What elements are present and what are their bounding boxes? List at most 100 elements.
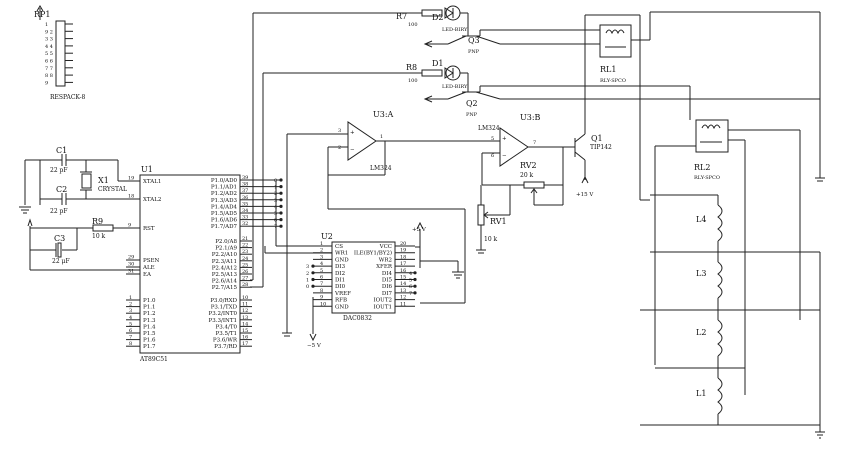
u1-pin-label: P3.0/RXD [210, 298, 237, 304]
u1-pin-label: P3.2/INT0 [209, 311, 238, 317]
rv1-potentiometer [477, 204, 485, 226]
d1-ref: D1 [432, 59, 444, 68]
u1-pin-label: P1.4/AD4 [211, 204, 238, 210]
u2-pin-label: DI3 [335, 264, 346, 270]
u1-pin-number: 35 [242, 201, 248, 207]
u1-pin-number: 11 [242, 302, 248, 308]
u2-pin-label: DI4 [382, 271, 393, 277]
u2-net-label: 4 [409, 271, 412, 277]
u2-net-label: 0 [306, 284, 309, 290]
u1-pin-label: P3.3/INT1 [209, 318, 237, 324]
u2-pin-label: RFB [335, 298, 347, 304]
d1-led-icon [444, 67, 454, 79]
u1-pin-label: P1.0/AD0 [211, 178, 238, 184]
u2-pin-label: ILE(BY1/BY2) [354, 250, 392, 257]
u1-pin-number: 3 [129, 308, 132, 314]
u1-microcontroller: U1 AT89C51 19XTAL118XTAL29RST29PSEN30ALE… [126, 165, 283, 363]
rp1-pin-label: 7 7 [45, 66, 53, 72]
u1-pin-label: P2.5/A13 [212, 272, 238, 278]
u1-pin-label: P1.3/AD3 [211, 198, 238, 204]
u1-pin-number: 26 [242, 269, 248, 275]
rp1-ref: RP1 [34, 10, 51, 19]
u1-pin-number: 2 [129, 302, 132, 308]
u1-pin-number: 14 [242, 321, 248, 327]
u2-pin-number: 18 [400, 254, 406, 260]
rp1-pin-label: 3 3 [45, 37, 53, 43]
u2-pin-label: WR2 [379, 257, 392, 263]
u1-pin-number: 24 [242, 256, 248, 262]
u2-ref: U2 [321, 232, 333, 241]
u2-net-label: 5 [409, 278, 412, 284]
u1-pin-number: 21 [242, 236, 248, 242]
crystal-icon [81, 173, 92, 189]
rp1-pin-label: 8 8 [45, 73, 53, 79]
u1-pin-label: ALE [142, 265, 155, 271]
u1-pin-label: P3.5/T1 [216, 331, 237, 337]
net-junction [311, 277, 315, 282]
net-junction [279, 178, 283, 182]
u2-pin-label: GND [335, 304, 349, 310]
u1-pin-number: 12 [242, 308, 248, 314]
u2-net-label: 1 [306, 278, 309, 284]
u2-pin-number: 7 [320, 281, 323, 287]
u2-pin-label: IOUT1 [374, 304, 393, 310]
r8-ref: R8 [406, 63, 417, 72]
u3b-opamp: U3:B LM324 +− 567 RV2 20 k RV1 10 k Q1 T… [476, 110, 612, 254]
u1-pin-number: 34 [242, 208, 248, 214]
u2-pin-number: 9 [320, 295, 323, 301]
u2-pin-label: IOUT2 [374, 298, 393, 304]
svg-text:−: − [350, 147, 355, 153]
u2-pin-number: 20 [400, 241, 406, 247]
c1-value: 22 pF [50, 167, 68, 174]
u1-pin-label: P2.4/A12 [212, 265, 237, 271]
svg-text:6: 6 [491, 153, 494, 159]
u1-pin-number: 28 [242, 282, 248, 288]
u1-pin-number: 37 [242, 188, 248, 194]
u1-pin-number: 18 [128, 194, 134, 200]
u1-pin-number: 13 [242, 315, 248, 321]
u2-net-label: 7 [409, 291, 412, 297]
q3-part: PNP [468, 49, 480, 55]
u1-pin-number: 31 [128, 269, 134, 275]
c2-ref: C2 [56, 185, 67, 194]
rl2-part: RLY-SPCO [694, 175, 720, 181]
u1-pin-label: RST [143, 226, 155, 232]
reset-vcc-arrow [27, 218, 33, 227]
svg-text:+: + [350, 130, 355, 136]
u1-pin-number: 4 [129, 315, 132, 321]
d2-ref: D2 [432, 13, 444, 22]
u1-pin-label: P1.7/AD7 [211, 224, 238, 230]
u1-pin-number: 8 [129, 341, 132, 347]
u1-pin-number: 23 [242, 249, 248, 255]
u1-pin-number: 15 [242, 328, 248, 334]
u2-pin-number: 17 [400, 261, 406, 267]
u2-pin-label: CS [335, 244, 343, 250]
q1-part: TIP142 [590, 144, 612, 151]
u2-pin-number: 8 [320, 288, 323, 294]
u1-pin-label: P3.6/WR [213, 338, 238, 344]
r8-value: 100 [408, 78, 418, 84]
l1-ref: L1 [696, 389, 706, 398]
rp1-pin-label: 1 [45, 22, 48, 28]
u1-pin-number: 30 [128, 262, 134, 268]
u1-pin-label: P2.1/A9 [215, 246, 237, 252]
u1-pin-label: P2.2/A10 [212, 252, 238, 258]
u3a-part: LM324 [370, 165, 392, 172]
u2-pin-number: 11 [400, 301, 406, 307]
x1-ref: X1 [98, 176, 109, 185]
r7-value: 100 [408, 22, 418, 28]
u1-pin-label: P2.6/A14 [212, 279, 238, 285]
u2-pin-label: GND [335, 257, 349, 263]
rp1-value: RESPACK-8 [50, 94, 85, 101]
r9-ref: R9 [92, 217, 103, 226]
u1-pin-number: 29 [128, 255, 134, 261]
rp1-pin-label: 4 4 [45, 44, 53, 50]
u1-pin-number: 19 [128, 176, 134, 182]
r7-ref: R7 [396, 12, 407, 21]
u2-pin-label: VREF [334, 291, 351, 297]
u2-pin-number: 19 [400, 248, 406, 254]
q1-ref: Q1 [591, 134, 603, 143]
u1-pin-number: 1 [129, 295, 132, 301]
relays-and-coils: RL1 RLY-SPCO RL2 RLY-SPCO L4 L3 L2 [584, 11, 825, 439]
